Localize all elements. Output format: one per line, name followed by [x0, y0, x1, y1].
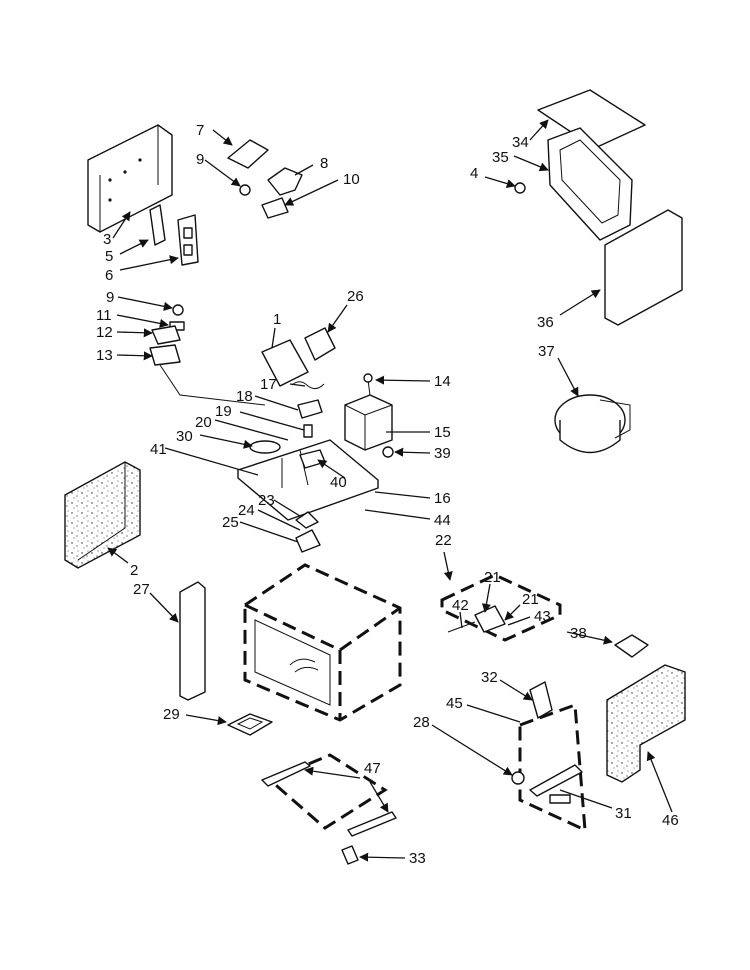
callout-2: 2 [130, 562, 138, 579]
callout-20: 20 [195, 414, 212, 431]
callout-14: 14 [434, 373, 451, 390]
callout-19: 19 [215, 403, 232, 420]
part-2-insulation [64, 461, 141, 569]
oven-cavity [243, 563, 402, 722]
callout-43: 43 [534, 608, 551, 625]
part-29-gasket [227, 713, 273, 736]
part-30-disk [249, 440, 281, 454]
part-5-6-switches [149, 204, 199, 266]
callout-35: 35 [492, 149, 509, 166]
part-1-control-board [261, 339, 309, 387]
callout-38: 38 [570, 625, 587, 642]
callout-4: 4 [470, 165, 478, 182]
callout-3: 3 [103, 231, 111, 248]
callout-12: 12 [96, 324, 113, 341]
part-14-15-transformer [344, 373, 394, 458]
part-19-fastener [303, 424, 313, 438]
callout-46: 46 [662, 812, 679, 829]
callout-30: 30 [176, 428, 193, 445]
callout-41: 41 [150, 441, 167, 458]
callout-22: 22 [435, 532, 452, 549]
part-28-31-latch [511, 702, 587, 833]
part-23-25-assembly [295, 511, 321, 553]
leader-lines [107, 119, 673, 862]
callout-36: 36 [537, 314, 554, 331]
callout-25: 25 [222, 514, 239, 531]
callout-9-lower: 9 [106, 289, 114, 306]
part-16-mounting-plate [237, 439, 379, 521]
part-10-sensor [261, 197, 289, 219]
callout-15: 15 [434, 424, 451, 441]
callout-7: 7 [196, 122, 204, 139]
callout-13: 13 [96, 347, 113, 364]
part-33-clips [341, 845, 359, 865]
callout-47: 47 [364, 760, 381, 777]
callout-8: 8 [320, 155, 328, 172]
callout-9-upper: 9 [196, 151, 204, 168]
part-27-strip [179, 581, 206, 701]
callout-45: 45 [446, 695, 463, 712]
part-36-panel [604, 209, 683, 326]
part-37-fan [554, 394, 631, 454]
part-17-spring [291, 381, 325, 390]
part-47-rails [261, 753, 397, 837]
part-32-bracket [529, 681, 553, 719]
part-4-knob [514, 182, 526, 194]
callout-44: 44 [434, 512, 451, 529]
callout-10: 10 [343, 171, 360, 188]
part-46-insulation [606, 664, 686, 783]
part-8-shield [267, 167, 303, 196]
callout-37: 37 [538, 343, 555, 360]
callout-32: 32 [481, 669, 498, 686]
callout-34: 34 [512, 134, 529, 151]
callout-27: 27 [133, 581, 150, 598]
callout-31: 31 [615, 805, 632, 822]
callout-16: 16 [434, 490, 451, 507]
callout-18: 18 [236, 388, 253, 405]
callout-42: 42 [452, 597, 469, 614]
part-26-connector [304, 327, 336, 361]
part-38-connector [614, 634, 649, 658]
callout-29: 29 [163, 706, 180, 723]
callout-40: 40 [330, 474, 347, 491]
parts-artwork [64, 89, 686, 865]
callout-24: 24 [238, 502, 255, 519]
callout-17: 17 [260, 376, 277, 393]
part-7-bracket [227, 139, 269, 169]
callout-26: 26 [347, 288, 364, 305]
callout-39: 39 [434, 445, 451, 462]
callout-11: 11 [96, 307, 112, 324]
part-3-side-panel [87, 124, 173, 233]
part-9-screw [239, 184, 251, 196]
callout-6: 6 [105, 267, 113, 284]
part-11-13-cluster [149, 304, 266, 406]
callout-5: 5 [105, 248, 113, 265]
callout-23: 23 [258, 492, 275, 509]
part-18-clip [297, 399, 323, 419]
callout-1: 1 [273, 311, 281, 328]
callout-21-right: 21 [522, 591, 539, 608]
callout-28: 28 [413, 714, 430, 731]
part-35-frame [547, 127, 633, 241]
callout-labels: 1 2 3 4 5 6 7 8 9 9 10 11 12 13 14 15 16… [96, 122, 679, 867]
callout-33: 33 [409, 850, 426, 867]
callout-21-left: 21 [484, 569, 501, 586]
